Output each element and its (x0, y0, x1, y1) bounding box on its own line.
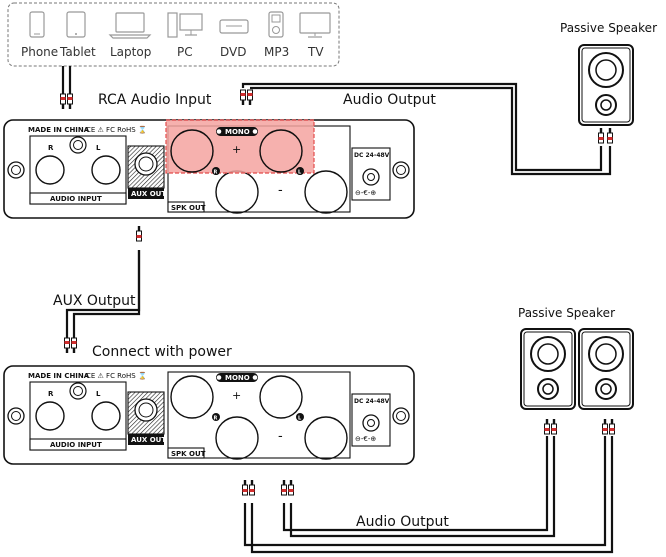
made-in-china-label: MADE IN CHINA (28, 372, 90, 380)
amplifier-top: MADE IN CHINA CE ⚠ FC RoHS ⌛ R L AUDIO I… (3, 119, 415, 219)
device-label-phone: Phone (21, 45, 58, 59)
input-r-label: R (48, 144, 54, 152)
laptop-icon (108, 12, 152, 39)
spk-out-label: SPK OUT (171, 204, 206, 212)
pc-icon (167, 12, 203, 38)
passive-speaker-top (578, 44, 634, 126)
source-devices: Phone Tablet Laptop PC DVD MP3 TV (7, 2, 340, 67)
l-badge: L (298, 170, 302, 176)
spk-out-label: SPK OUT (171, 450, 206, 458)
input-l-label: L (96, 390, 101, 398)
mono-label: MONO (225, 374, 250, 382)
minus-label: - (278, 429, 283, 444)
audio-input-label: AUDIO INPUT (50, 195, 102, 203)
rca-audio-input-label: RCA Audio Input (98, 92, 212, 108)
audio-input-label: AUDIO INPUT (50, 441, 102, 449)
cables (61, 66, 614, 554)
r-badge: R (214, 170, 218, 176)
device-label-laptop: Laptop (110, 45, 151, 59)
plus-label: + (232, 389, 241, 402)
r-badge: R (214, 416, 218, 422)
minus-label: - (278, 183, 283, 198)
polarity-label: ⊖-€-⊕ (355, 435, 376, 443)
mp3-icon (268, 11, 284, 38)
l-badge: L (298, 416, 302, 422)
device-label-tablet: Tablet (59, 45, 96, 59)
phone-icon (29, 11, 45, 38)
aux-output-label: AUX Output (53, 293, 136, 309)
mono-label: MONO (225, 128, 250, 136)
passive-speaker-bottom-left (520, 328, 576, 410)
device-label-mp3: MP3 (264, 45, 289, 59)
connect-with-power-label: Connect with power (92, 344, 232, 360)
tablet-icon (66, 11, 86, 38)
amplifier-bottom: MADE IN CHINA CE ⚠ FC RoHS ⌛ R L AUDIO I… (3, 365, 415, 465)
passive-speaker-top-label: Passive Speaker (560, 21, 657, 35)
certifications-label: CE ⚠ FC RoHS ⌛ (86, 125, 147, 134)
input-l-label: L (96, 144, 101, 152)
passive-speaker-bottom-right (578, 328, 634, 410)
audio-output-bottom-label: Audio Output (356, 514, 449, 530)
polarity-label: ⊖-€-⊕ (355, 189, 376, 197)
certifications-label: CE ⚠ FC RoHS ⌛ (86, 371, 147, 380)
passive-speaker-bottom-label: Passive Speaker (518, 306, 615, 320)
dvd-icon (219, 19, 249, 34)
device-label-tv: TV (307, 45, 324, 59)
dc-label: DC 24-48V (354, 398, 390, 405)
made-in-china-label: MADE IN CHINA (28, 126, 90, 134)
input-r-label: R (48, 390, 54, 398)
plus-label: + (232, 143, 241, 156)
audio-output-top-label: Audio Output (343, 92, 436, 108)
dc-label: DC 24-48V (354, 152, 390, 159)
device-label-dvd: DVD (220, 45, 246, 59)
tv-icon (299, 12, 331, 38)
device-label-pc: PC (177, 45, 193, 59)
aux-out-label: AUX OUT (131, 190, 166, 198)
aux-out-label: AUX OUT (131, 436, 166, 444)
